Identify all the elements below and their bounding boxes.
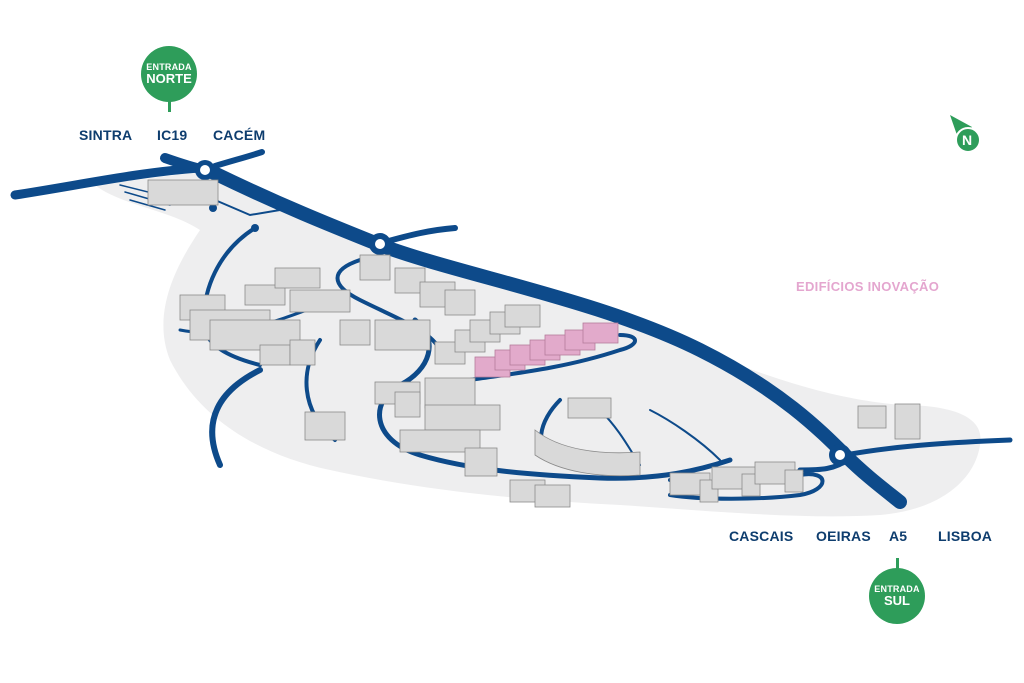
south-entrance-line1: ENTRADA [874, 584, 920, 594]
innovation-buildings-label: EDIFÍCIOS INOVAÇÃO [796, 279, 940, 294]
destination-oeiras: OEIRAS [816, 528, 871, 544]
north-arrow-icon [950, 115, 981, 153]
buildings [147, 179, 921, 508]
destination-ic19: IC19 [157, 127, 188, 143]
north-entrance-line1: ENTRADA [146, 62, 192, 72]
destination-cascais: CASCAIS [729, 528, 794, 544]
innovation-buildings [474, 322, 619, 378]
north-entrance-line2: NORTE [146, 71, 192, 86]
south-entrance-line2: SUL [884, 593, 910, 608]
north-entrance-marker[interactable]: ENTRADA NORTE [141, 46, 197, 102]
destination-sintra: SINTRA [79, 127, 133, 143]
destination-cacem: CACÉM [213, 127, 266, 143]
destination-a5: A5 [889, 528, 908, 544]
north-entrance-stem [168, 100, 171, 112]
south-entrance-stem [896, 558, 899, 570]
south-entrance-marker[interactable]: ENTRADA SUL [869, 568, 925, 624]
compass-letter: N [962, 132, 973, 148]
destination-lisboa: LISBOA [938, 528, 993, 544]
